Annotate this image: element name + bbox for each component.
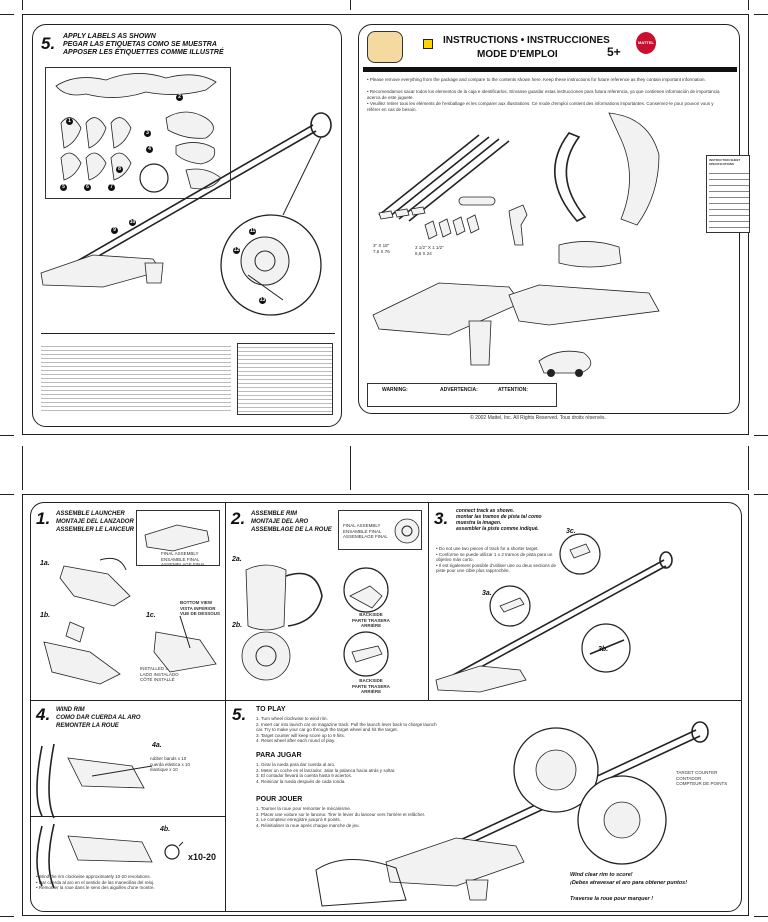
- step-3b: 3b.: [598, 646, 608, 653]
- step-4-illustration: [32, 736, 222, 896]
- fold-line: [22, 446, 23, 490]
- label-number: 9: [111, 227, 118, 234]
- step-1-number: 1.: [36, 510, 50, 527]
- crop-mark: [754, 916, 768, 917]
- step-3-illustration: [430, 520, 742, 690]
- safety-notice: [237, 343, 333, 415]
- track-size-short: 3 1/2" X 1 1/2" 8,6 X 24: [415, 245, 444, 256]
- step-1-illustration: [30, 556, 230, 696]
- crop-mark: [350, 0, 351, 10]
- step-2-title: ASSEMBLE RIM MONTAJE DEL ARO ASSEMBLAGE …: [251, 510, 332, 534]
- step-2-number: 2.: [231, 510, 245, 527]
- crop-mark: [748, 0, 749, 10]
- grid-line: [428, 502, 429, 700]
- fold-line: [350, 446, 351, 490]
- warning-french: ATTENTION:: [498, 387, 528, 393]
- spec-card: INSTRUCTION SHEET SPECIFICATIONS: [706, 155, 750, 233]
- spec-card-rows: [709, 168, 749, 232]
- instructions-panel: INSTRUCTIONS • INSTRUCCIONES MODE D'EMPL…: [358, 24, 740, 414]
- crop-mark: [0, 435, 14, 436]
- labels-panel: 5. APPLY LABELS AS SHOWN PEGAR LAS ETIQU…: [32, 24, 342, 427]
- copyright: © 2002 Mattel, Inc. All Rights Reserved.…: [470, 416, 606, 422]
- step-4-note: • Wind the rim clockwise approximately 1…: [36, 874, 176, 891]
- slogan-spanish: ¡Debes atravesar el aro para obtener pun…: [570, 880, 720, 886]
- step-2-final: FINAL ASSEMBLY ENSAMBLE FINAL ASSEMBLAGE…: [338, 510, 422, 550]
- warning-spanish: ADVERTENCIA:: [440, 387, 478, 393]
- crop-mark: [754, 494, 768, 495]
- track-size-long: 3" X 18" 7,6 X 76: [373, 243, 390, 254]
- fold-line: [748, 446, 749, 490]
- slogan-english: Wind clear rim to score!: [570, 872, 633, 878]
- step-3c: 3c.: [566, 528, 576, 535]
- step-2-illustration: [226, 556, 426, 696]
- crop-mark: [0, 14, 14, 15]
- crop-mark: [0, 494, 14, 495]
- step-4-title: WIND RIM COMO DAR CUERDA AL ARO REMONTER…: [56, 706, 141, 730]
- crop-mark: [0, 916, 14, 917]
- parts-illustration: [359, 25, 741, 415]
- spec-card-title: INSTRUCTION SHEET SPECIFICATIONS: [709, 158, 740, 166]
- divider: [41, 333, 335, 334]
- crop-mark: [754, 435, 768, 436]
- label-number: 10: [129, 219, 136, 226]
- step-4-number: 4.: [36, 706, 50, 723]
- slogan-french: Traverse la roue pour marquer !: [570, 896, 653, 902]
- crop-mark: [22, 0, 23, 10]
- warning-english: WARNING:: [382, 387, 408, 393]
- step-3a: 3a.: [482, 590, 492, 597]
- backside-caption: BACKSIDE PARTE TRASERA ARRIÈRE: [352, 612, 390, 629]
- play-illustration: [226, 700, 742, 910]
- backside-caption: BACKSIDE PARTE TRASERA ARRIÈRE: [352, 678, 390, 695]
- label-number: 11: [249, 228, 256, 235]
- distributor-addresses: [41, 343, 231, 413]
- label-number: 12: [233, 247, 240, 254]
- step-1-title: ASSEMBLE LAUNCHER MONTAJE DEL LANZADOR A…: [56, 510, 134, 534]
- crop-mark: [754, 14, 768, 15]
- warnings-box: WARNING: ADVERTENCIA: ATTENTION:: [367, 383, 557, 407]
- label-number: 13: [259, 297, 266, 304]
- target-counter-caption: TARGET COUNTER CONTADOR COMPTEUR DE POIN…: [676, 770, 727, 787]
